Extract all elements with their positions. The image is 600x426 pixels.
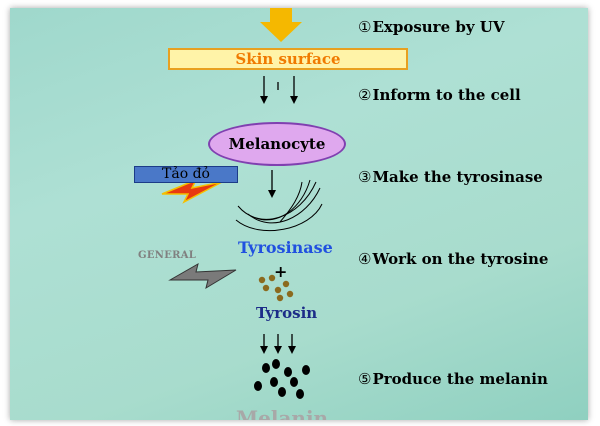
skin-surface-box: Skin surface xyxy=(168,48,408,70)
red-lightning-icon xyxy=(161,178,223,204)
tyrosinase-enzyme-icon xyxy=(235,179,323,232)
step-3-number: ③ xyxy=(358,168,372,186)
step-5: ⑤Produce the melanin xyxy=(358,370,548,388)
step-1-number: ① xyxy=(358,18,372,36)
signal-arrows xyxy=(260,76,298,104)
step-2-text: Inform to the cell xyxy=(372,86,521,104)
step-2-number: ② xyxy=(358,86,372,104)
step-4-number: ④ xyxy=(358,250,372,268)
uv-arrow-icon xyxy=(260,8,302,42)
melanin-particles xyxy=(254,359,310,399)
diagram-panel: Skin surface Melanocyte Tảo đỏ GENERAL T… xyxy=(10,8,588,420)
tyrosin-molecules xyxy=(258,274,294,302)
step-3: ③Make the tyrosinase xyxy=(358,168,543,186)
melanin-label: Melanin xyxy=(236,406,329,420)
step-4-text: Work on the tyrosine xyxy=(372,250,549,268)
step-5-number: ⑤ xyxy=(358,370,372,388)
step-4: ④Work on the tyrosine xyxy=(358,250,548,268)
tao-do-label: Tảo đỏ xyxy=(134,166,238,183)
arrow-to-tyrosinase xyxy=(268,170,276,198)
diagram-drawing xyxy=(161,8,323,399)
step-5-text: Produce the melanin xyxy=(372,370,548,388)
arrows-to-melanin xyxy=(260,334,296,354)
step-1: ①Exposure by UV xyxy=(358,18,505,36)
tyrosinase-label: Tyrosinase xyxy=(238,238,333,257)
plus-sign: + xyxy=(274,262,288,281)
melanocyte-cell: Melanocyte xyxy=(208,122,346,166)
step-2: ②Inform to the cell xyxy=(358,86,521,104)
gray-lightning-icon xyxy=(168,262,237,290)
general-label: GENERAL xyxy=(138,250,197,261)
step-1-text: Exposure by UV xyxy=(372,18,505,36)
step-3-text: Make the tyrosinase xyxy=(372,168,543,186)
tyrosin-label: Tyrosin xyxy=(256,304,318,322)
